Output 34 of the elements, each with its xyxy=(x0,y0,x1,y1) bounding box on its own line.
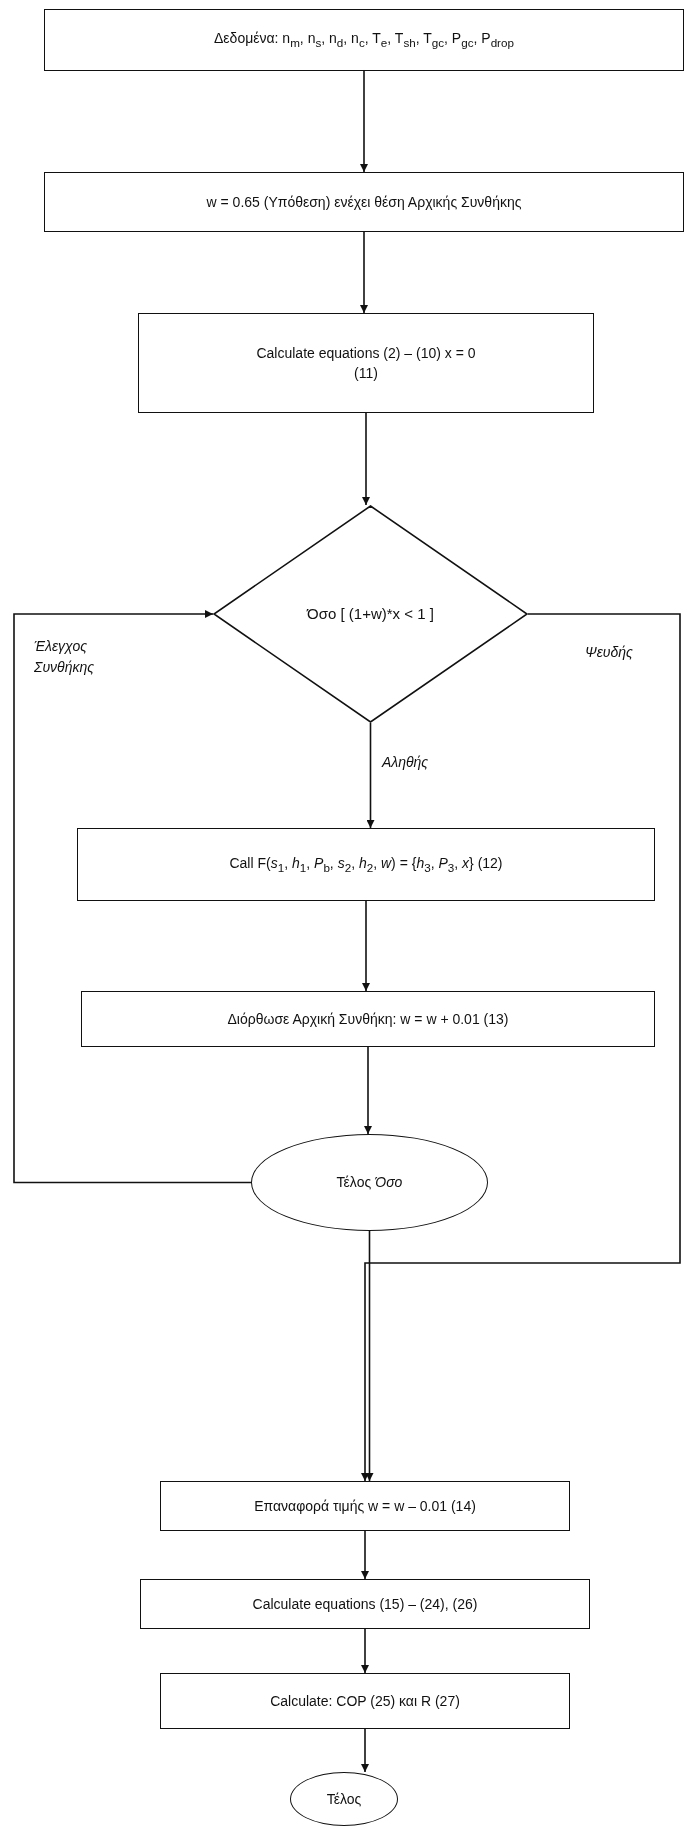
process-box xyxy=(77,828,655,901)
node-text: Call F(s$_{1}$, h$_{1}$, P$_{b}$, s$_{2}$, h$_{2}$, w) = {h$_{3}$, P$_{3}$, x} (12) xyxy=(229,853,503,876)
arrow xyxy=(361,1530,369,1580)
node-text: Calculate: COP (25) και R (27) xyxy=(270,1691,460,1711)
arrow xyxy=(362,412,370,506)
arrow xyxy=(364,1046,372,1135)
arrow xyxy=(366,722,375,829)
node-text: Όσο [ (1+w)*x < 1 ] xyxy=(307,604,434,625)
arrow xyxy=(361,1628,369,1674)
node-text: Τέλος Όσο xyxy=(336,1173,403,1193)
arrow xyxy=(365,1230,374,1482)
process-box xyxy=(138,313,594,413)
edge-label: Ψευδής xyxy=(585,642,633,663)
node-text: Calculate equations (2) – (10) x = 0 (11) xyxy=(255,343,477,383)
process-box xyxy=(44,9,684,71)
arrow xyxy=(361,613,681,1482)
node-text: w = 0.65 (Υπόθεση) ενέχει θέση Αρχικής Συνθήκης xyxy=(206,192,522,212)
arrow xyxy=(361,1728,369,1773)
process-box xyxy=(140,1579,590,1629)
decision-diamond xyxy=(213,505,528,723)
edge-label: Αληθής xyxy=(382,752,429,773)
arrow xyxy=(13,610,252,1184)
arrow xyxy=(360,231,368,314)
node-text: Διόρθωσε Αρχική Συνθήκη: w = w + 0.01 (13) xyxy=(227,1009,509,1029)
node-text: Τέλος xyxy=(326,1789,362,1809)
arrow xyxy=(360,70,368,173)
process-box xyxy=(44,172,684,232)
process-box xyxy=(160,1481,570,1531)
process-box xyxy=(160,1673,570,1729)
arrow xyxy=(362,900,370,992)
node-text: Επαναφορά τιμής w = w – 0.01 (14) xyxy=(254,1496,476,1516)
node-text: Calculate equations (15) – (24), (26) xyxy=(252,1594,478,1614)
node-text: Δεδομένα: n$_{m}$, n$_{s}$, n$_{d}$, n$_{c}$, T$_{e}$, T$_{sh}$, T$_{gc}$, P$_{gc}$, P$_{drop}$ xyxy=(214,29,514,51)
process-box xyxy=(81,991,655,1047)
